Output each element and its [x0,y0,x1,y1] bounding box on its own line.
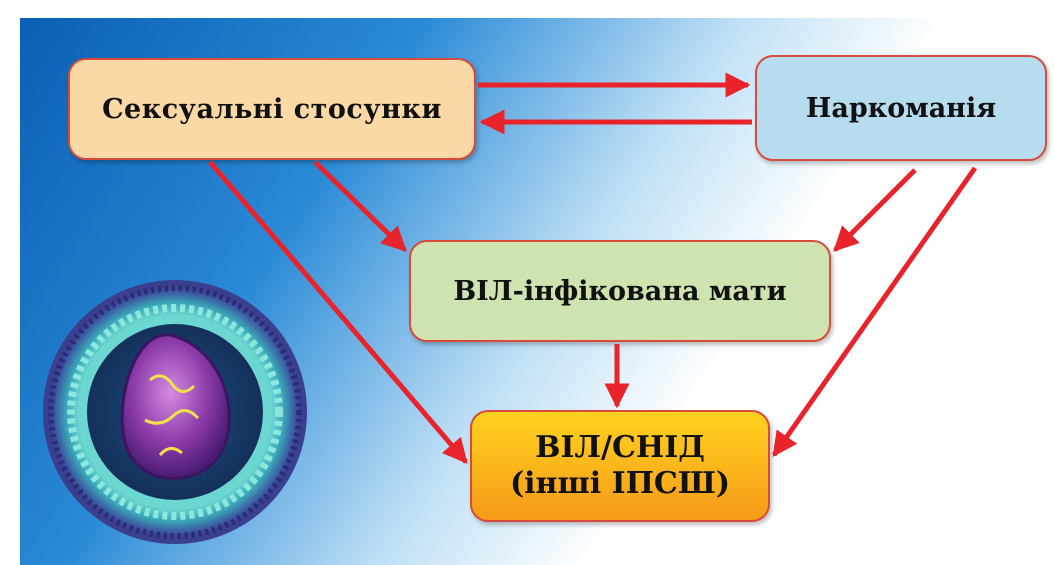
drug-addiction-node: Наркоманія [755,55,1047,161]
hiv-aids-label: ВІЛ/СНІД [535,430,705,465]
drug-addiction-label: Наркоманія [805,92,997,124]
arrow-drugs-to-mother [833,168,917,252]
arrow-sexual-to-mother [313,160,407,252]
hiv-infected-mother-label: ВІЛ-інфікована мати [453,275,787,307]
hiv-aids-node: ВІЛ/СНІД (інші ІПСШ) [470,410,770,522]
arrow-drugs-to-hiv [771,166,978,458]
sexual-relations-node: Сексуальні стосунки [68,58,476,160]
sexual-relations-label: Сексуальні стосунки [102,93,442,125]
other-stis-label: (інші ІПСШ) [509,466,731,501]
arrow-sexual-to-hiv [208,160,468,464]
hiv-infected-mother-node: ВІЛ-інфікована мати [409,240,831,342]
virus-illustration [43,280,307,544]
